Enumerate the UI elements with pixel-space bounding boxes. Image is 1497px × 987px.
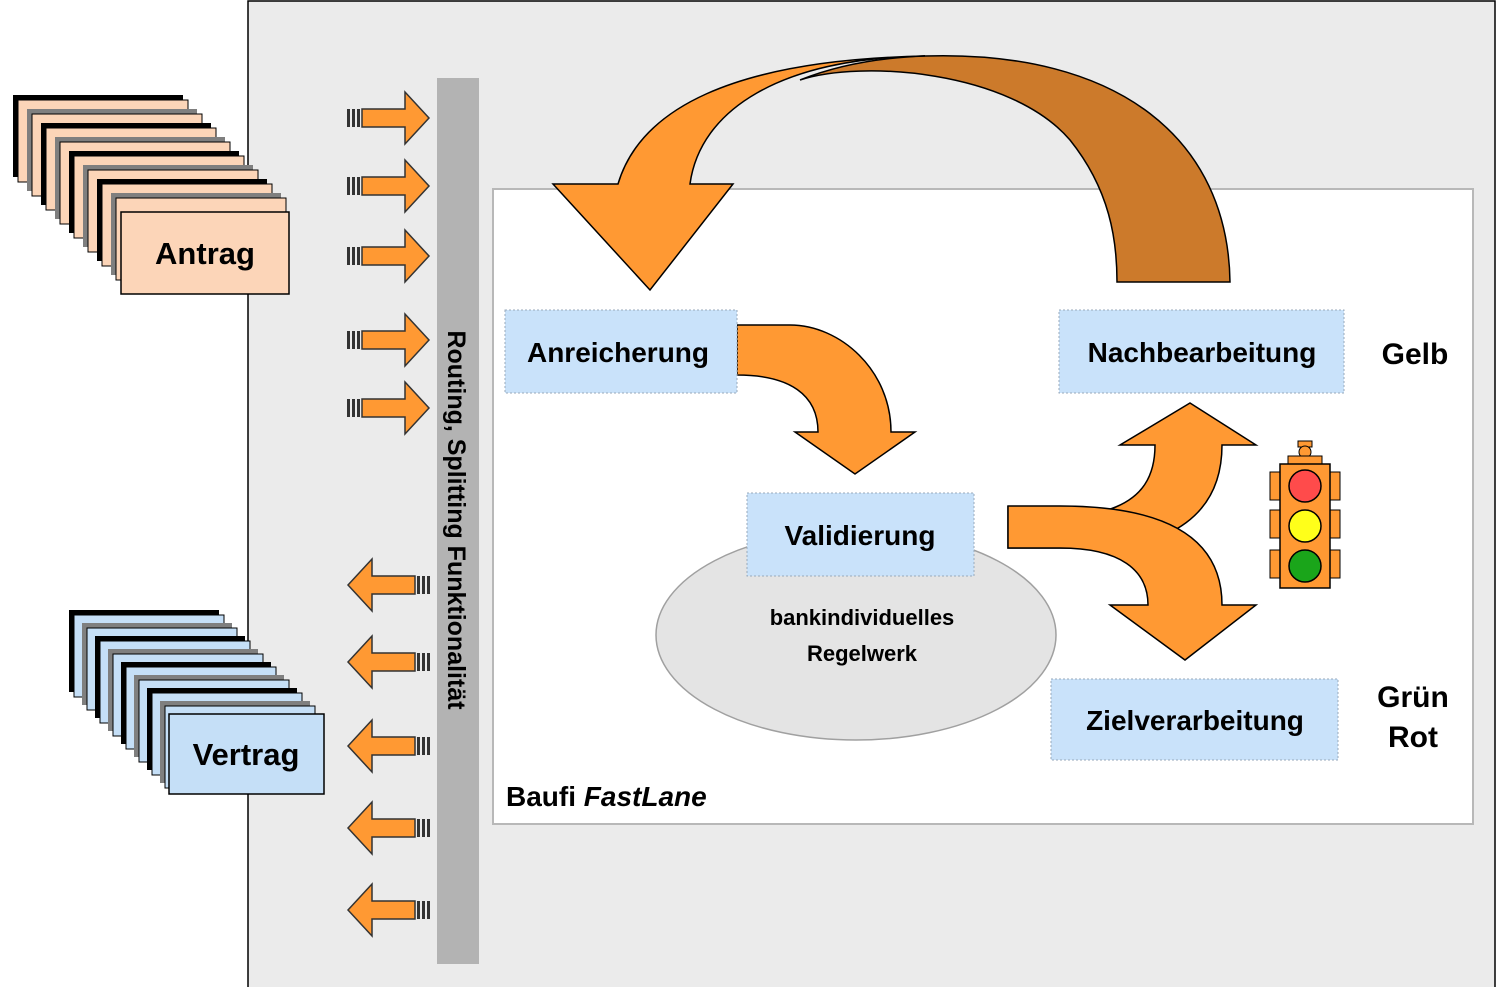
step-nachbearbeitung: Nachbearbeitung bbox=[1058, 309, 1345, 394]
traffic-light-red bbox=[1288, 469, 1322, 503]
split-arrows bbox=[1007, 402, 1259, 661]
ruleset-line1: bankindividuelles bbox=[770, 605, 955, 630]
step-validierung: Validierung bbox=[746, 492, 975, 577]
traffic-light-yellow bbox=[1288, 509, 1322, 543]
step-anreicherung-label: Anreicherung bbox=[527, 337, 709, 368]
to-zielverarbeitung-arrow bbox=[1007, 505, 1259, 661]
enrich-to-validate-arrow bbox=[736, 324, 918, 475]
antrag-stack: Antrag bbox=[13, 95, 290, 295]
ruleset-line2: Regelwerk bbox=[807, 641, 918, 666]
step-zielverarbeitung: Zielverarbeitung bbox=[1050, 678, 1339, 761]
traffic-light-icon bbox=[1269, 440, 1341, 589]
feedback-arrow bbox=[551, 55, 1231, 292]
step-nachbearbeitung-label: Nachbearbeitung bbox=[1088, 337, 1317, 368]
routing-label: Routing, Splitting Funktionalität bbox=[442, 330, 470, 710]
traffic-light-green bbox=[1288, 549, 1322, 583]
step-zielverarbeitung-label: Zielverarbeitung bbox=[1086, 705, 1304, 736]
vertrag-label: Vertrag bbox=[193, 737, 300, 772]
status-gelb: Gelb bbox=[1382, 338, 1449, 371]
step-anreicherung: Anreicherung bbox=[504, 309, 738, 394]
antrag-card bbox=[120, 211, 290, 295]
vertrag-card bbox=[168, 713, 325, 795]
antrag-label: Antrag bbox=[155, 236, 255, 271]
fastlane-title: Baufi FastLane bbox=[506, 781, 707, 812]
fastlane-title-plain: Baufi bbox=[506, 781, 584, 812]
routing-bar bbox=[437, 78, 479, 964]
fastlane-title-italic: FastLane bbox=[584, 781, 707, 812]
status-rot: Rot bbox=[1388, 721, 1438, 754]
vertrag-stack: Vertrag bbox=[69, 610, 325, 795]
status-gruen: Grün bbox=[1377, 681, 1449, 714]
step-validierung-label: Validierung bbox=[785, 520, 936, 551]
